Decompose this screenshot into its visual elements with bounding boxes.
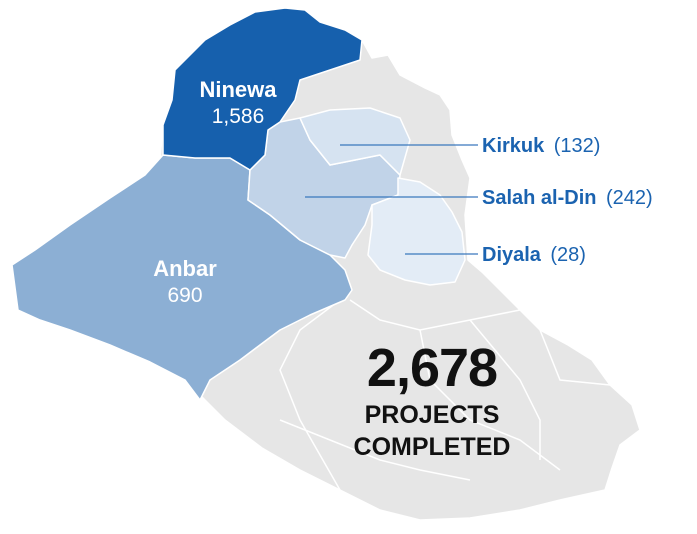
ninewa-count: 1,586	[212, 105, 265, 128]
callout-diyala-count: (28)	[550, 244, 586, 266]
anbar-name: Anbar	[153, 256, 217, 281]
total-value: 2,678	[367, 338, 497, 398]
callout-kirkuk-count: (132)	[554, 135, 601, 157]
callout-diyala: Diyala (28)	[482, 244, 586, 266]
callout-kirkuk-name: Kirkuk	[482, 135, 545, 157]
total-label-line2: COMPLETED	[354, 433, 511, 461]
province-kirkuk	[299, 107, 411, 176]
callout-salah-al-din-name: Salah al-Din	[482, 187, 596, 209]
ninewa-name: Ninewa	[199, 77, 277, 102]
province-diyala	[367, 177, 466, 286]
callout-salah-al-din: Salah al-Din (242)	[482, 187, 653, 209]
callout-diyala-name: Diyala	[482, 244, 542, 266]
callout-salah-al-din-count: (242)	[606, 187, 653, 209]
internal-borders	[279, 299, 611, 491]
anbar-count: 690	[167, 284, 202, 307]
province-ninewa	[162, 7, 363, 171]
callout-kirkuk: Kirkuk (132)	[482, 135, 600, 157]
total-label-line1: PROJECTS	[365, 401, 500, 429]
